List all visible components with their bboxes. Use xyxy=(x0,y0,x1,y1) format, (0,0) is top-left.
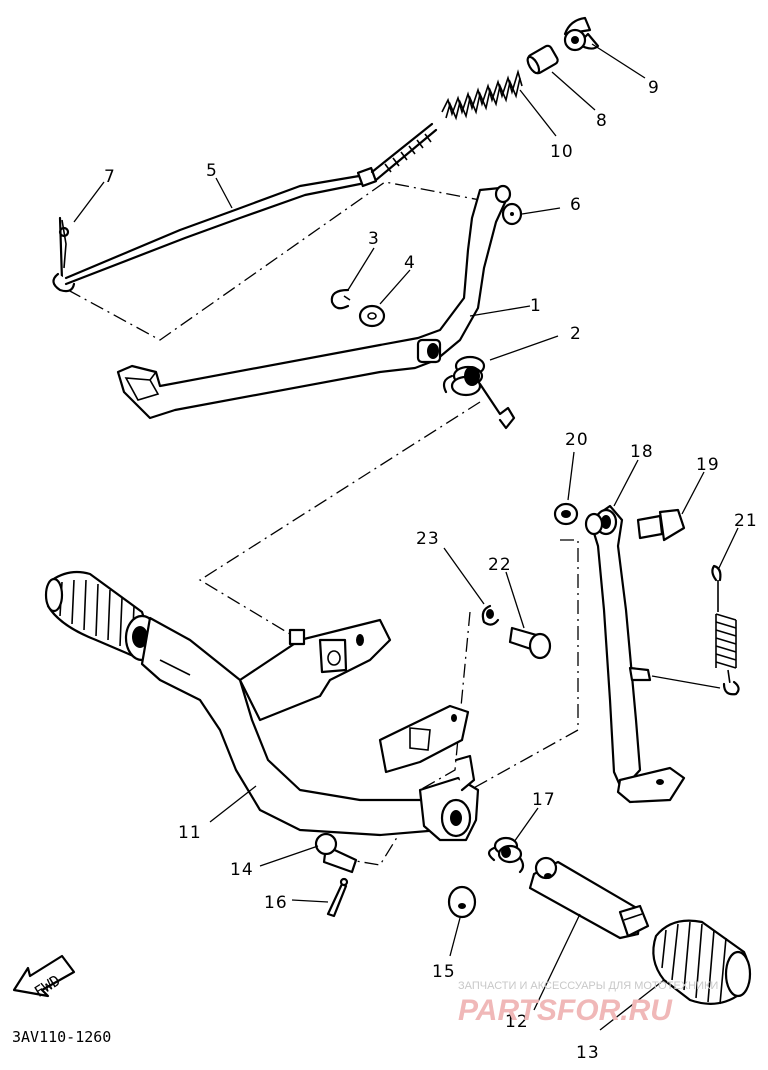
callout-6: 6 xyxy=(570,195,582,215)
pin-14 xyxy=(314,832,358,874)
callout-3: 3 xyxy=(368,229,380,249)
circlip-23 xyxy=(481,604,500,626)
watermark-tagline: ЗАПЧАСТИ И АКСЕССУАРЫ ДЛЯ МОТОТЕХНИКИ xyxy=(458,980,718,992)
callout-18: 18 xyxy=(630,442,654,462)
bolt-22 xyxy=(508,626,552,660)
callout-9: 9 xyxy=(648,78,660,98)
side-stand-18 xyxy=(584,504,686,804)
alignment-lines xyxy=(67,181,579,866)
washer-4 xyxy=(358,304,386,328)
washer-15 xyxy=(447,885,477,919)
callout-17: 17 xyxy=(532,790,556,810)
callout-5: 5 xyxy=(206,161,218,181)
leader-lines xyxy=(73,43,739,1031)
footrest-rubber-13 xyxy=(652,919,752,1005)
watermark: ЗАПЧАСТИ И АКСЕССУАРЫ ДЛЯ МОТОТЕХНИКИ PA… xyxy=(458,980,718,1027)
cotter-pin-16 xyxy=(326,877,349,918)
callout-14: 14 xyxy=(230,860,254,880)
callouts: 1 2 3 4 5 6 7 8 9 10 11 12 13 14 16 15 1… xyxy=(104,78,758,1063)
callout-2: 2 xyxy=(570,324,582,344)
fwd-arrow: FWD xyxy=(12,954,76,1001)
circlip-3 xyxy=(330,288,351,310)
callout-20: 20 xyxy=(565,430,589,450)
callout-22: 22 xyxy=(488,555,512,575)
callout-4: 4 xyxy=(404,253,416,273)
watermark-logo: PARTSFOR.RU xyxy=(458,994,673,1027)
callout-13: 13 xyxy=(576,1043,600,1063)
callout-11: 11 xyxy=(178,823,202,843)
callout-7: 7 xyxy=(104,167,116,187)
spring-21 xyxy=(711,564,740,696)
callout-21: 21 xyxy=(734,511,758,531)
return-spring-2 xyxy=(442,355,516,430)
spring-17 xyxy=(487,836,525,874)
bolt-19 xyxy=(636,508,686,542)
callout-10: 10 xyxy=(550,142,574,162)
callout-15: 15 xyxy=(432,962,456,982)
washer-6 xyxy=(501,202,523,226)
callout-12: 12 xyxy=(505,1012,529,1032)
callout-19: 19 xyxy=(696,455,720,475)
footrest-12 xyxy=(528,856,650,940)
brake-rod xyxy=(52,122,438,293)
brake-pedal xyxy=(116,184,512,420)
callout-23: 23 xyxy=(416,529,440,549)
nut-20 xyxy=(553,502,579,526)
diagram-code: 3AV110-1260 xyxy=(12,1028,111,1046)
callout-15-16: 16 xyxy=(264,893,288,913)
adjuster-set xyxy=(441,16,600,121)
callout-1: 1 xyxy=(530,296,542,316)
callout-8: 8 xyxy=(596,111,608,131)
footrest-bar xyxy=(44,570,480,842)
